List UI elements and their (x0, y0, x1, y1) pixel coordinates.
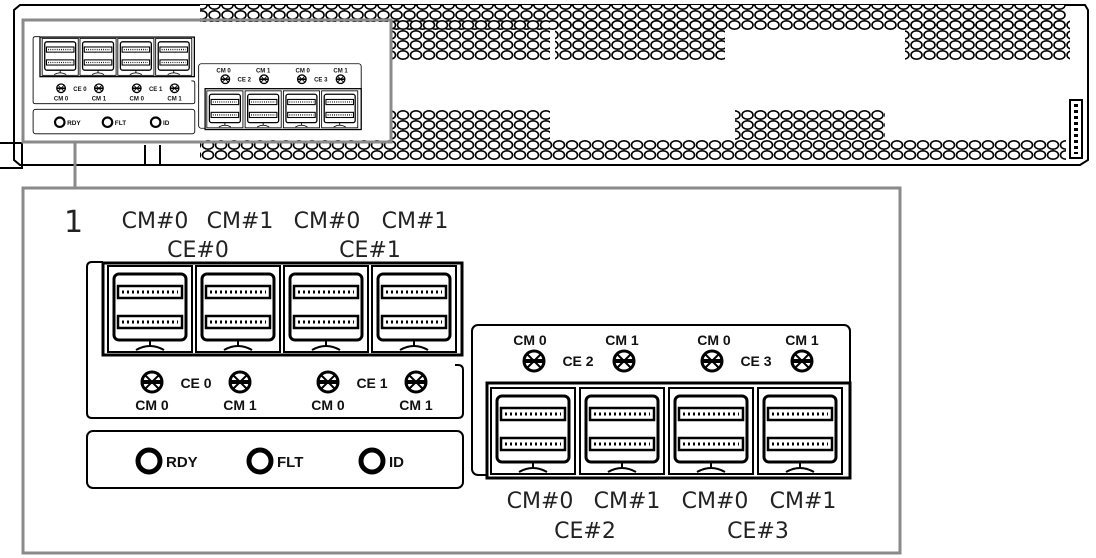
ce1-label: CE 1 (356, 375, 387, 391)
group-label: CE#0 (167, 238, 229, 263)
port-label: CM#1 (594, 489, 661, 514)
id-led-icon (358, 447, 386, 475)
port-label: CM#1 (770, 489, 837, 514)
cm-label: CM 0 (311, 397, 345, 413)
highlight-frame (21, 18, 393, 144)
ce3-label: CE 3 (740, 353, 771, 369)
cm-label: CM 1 (785, 332, 819, 348)
group-label: CE#2 (554, 519, 616, 544)
port-label: CM#0 (122, 209, 189, 234)
ce0-label: CE 0 (180, 375, 211, 391)
port-label: CM#0 (294, 209, 361, 234)
flt-led-icon (246, 447, 274, 475)
cm-label: CM 1 (605, 332, 639, 348)
group-label: CE#1 (339, 238, 401, 263)
cm-label: CM 0 (513, 332, 547, 348)
group-label: CE#3 (727, 519, 789, 544)
cm-label: CM 1 (399, 397, 433, 413)
port-label: CM#0 (507, 489, 574, 514)
port-label: CM#1 (207, 209, 274, 234)
cm-label: CM 1 (223, 397, 257, 413)
rdy-led-icon (135, 447, 163, 475)
port-label: CM#0 (682, 489, 749, 514)
port-label: CM#1 (382, 209, 449, 234)
cm-label: CM 0 (697, 332, 731, 348)
panel-detail: CE 0 CE 1 CM 0 CM 1 CM 0 CM 1 RDY FLT ID… (86, 261, 852, 489)
callout-number: 1 (64, 205, 83, 240)
ce2-label: CE 2 (562, 353, 593, 369)
led-id-label: ID (389, 454, 404, 471)
chassis-front-view (0, 4, 1089, 169)
led-flt-label: FLT (277, 454, 303, 471)
cm-label: CM 0 (135, 397, 169, 413)
led-rdy-label: RDY (166, 454, 198, 471)
